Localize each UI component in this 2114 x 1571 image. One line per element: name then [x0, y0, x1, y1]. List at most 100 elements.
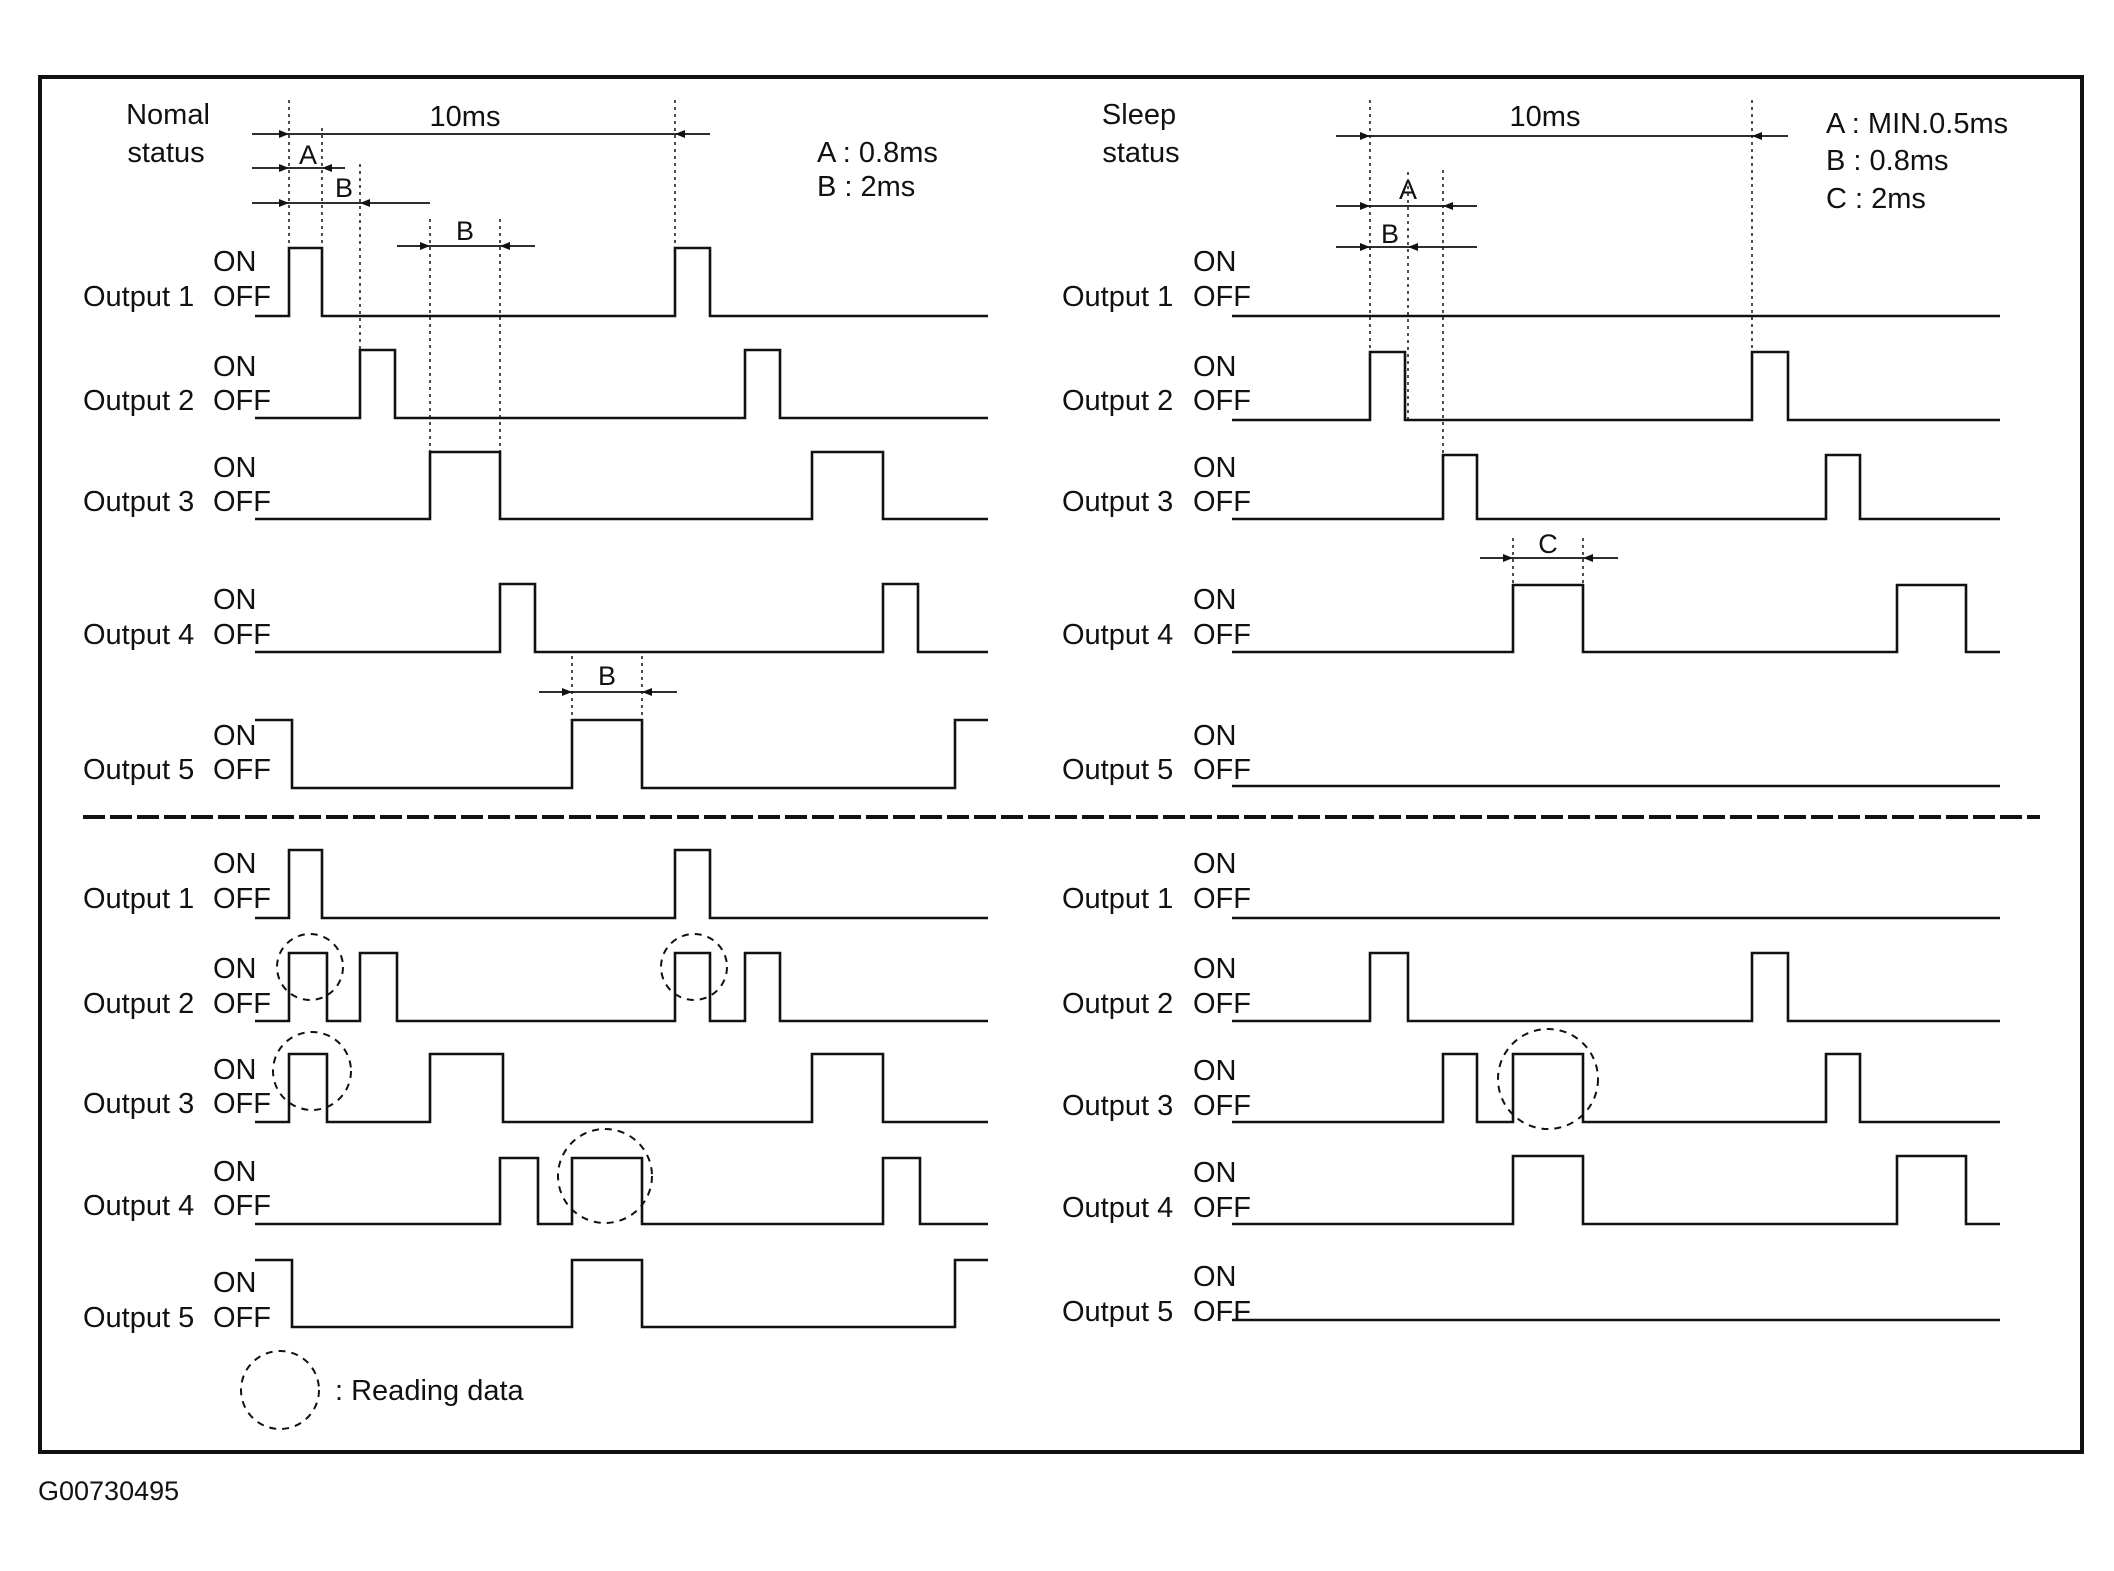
- off-label: OFF: [213, 281, 271, 313]
- output-label: Output 5: [1062, 754, 1173, 786]
- off-label: OFF: [1193, 1090, 1251, 1122]
- output-label: Output 2: [1062, 988, 1173, 1020]
- on-label: ON: [213, 351, 257, 383]
- reading-circle: [272, 1031, 352, 1111]
- reading-circle: [276, 933, 344, 1001]
- output-label: Output 3: [1062, 486, 1173, 518]
- sleep-dim-b: B: [1381, 219, 1399, 249]
- sleep-legend-c: C : 2ms: [1826, 183, 1926, 215]
- on-label: ON: [1193, 452, 1237, 484]
- output-label: Output 2: [83, 385, 194, 417]
- waveform-output-1: [255, 246, 988, 318]
- on-label: ON: [213, 953, 257, 985]
- waveform-output-3: [1232, 1052, 2000, 1124]
- waveform-output-2: [255, 348, 988, 420]
- output-label: Output 4: [83, 1190, 194, 1222]
- on-label: ON: [1193, 584, 1237, 616]
- output-label: Output 1: [83, 883, 194, 915]
- waveform-output-3: [255, 450, 988, 521]
- off-label: OFF: [213, 883, 271, 915]
- normal-status-title: Nomal: [126, 99, 210, 131]
- waveform-output-4: [1232, 1154, 2000, 1226]
- sleep-dim-a: A: [1399, 175, 1417, 205]
- on-label: ON: [1193, 1055, 1237, 1087]
- on-label: ON: [1193, 848, 1237, 880]
- sleep-top-waveforms: [1232, 314, 2000, 788]
- output-label: Output 4: [83, 619, 194, 651]
- output-label: Output 3: [83, 486, 194, 518]
- reading-circle: [557, 1128, 653, 1224]
- diagram-frame: [38, 75, 2084, 1454]
- normal-top-waveforms: [255, 246, 988, 790]
- waveform-output-2: [1232, 951, 2000, 1023]
- waveform-output-4: [255, 1156, 988, 1226]
- off-label: OFF: [1193, 385, 1251, 417]
- output-label: Output 2: [83, 988, 194, 1020]
- normal-dim-b-output3: B: [456, 216, 474, 246]
- sleep-dimensions: [1336, 100, 1788, 585]
- off-label: OFF: [213, 385, 271, 417]
- off-label: OFF: [1193, 1296, 1251, 1328]
- off-label: OFF: [213, 1302, 271, 1334]
- sleep-legend-b: B : 0.8ms: [1826, 145, 1949, 177]
- on-label: ON: [213, 1267, 257, 1299]
- on-label: ON: [213, 720, 257, 752]
- normal-legend-b: B : 2ms: [817, 171, 915, 203]
- output-label: Output 3: [1062, 1090, 1173, 1122]
- waveform-output-3: [1232, 453, 2000, 521]
- off-label: OFF: [1193, 619, 1251, 651]
- normal-bottom-labels: ON Output 1 OFF ON Output 2 OFF ON Outpu…: [83, 848, 271, 1334]
- reading-data-markers: [240, 933, 1599, 1430]
- reading-data-legend-label: : Reading data: [335, 1375, 525, 1407]
- output-label: Output 5: [83, 1302, 194, 1334]
- off-label: OFF: [213, 988, 271, 1020]
- on-label: ON: [1193, 246, 1237, 278]
- off-label: OFF: [1193, 1192, 1251, 1224]
- sleep-bottom-labels: ON Output 1 OFF ON Output 2 OFF ON Outpu…: [1062, 848, 1251, 1328]
- sleep-top-labels: ON Output 1 OFF ON Output 2 OFF ON Outpu…: [1062, 246, 1251, 786]
- sleep-bottom-waveforms: [1232, 916, 2000, 1322]
- on-label: ON: [213, 848, 257, 880]
- on-label: ON: [213, 584, 257, 616]
- sleep-legend-a: A : MIN.0.5ms: [1826, 108, 2008, 140]
- on-label: ON: [1193, 351, 1237, 383]
- output-label: Output 5: [1062, 1296, 1173, 1328]
- normal-status-subtitle: status: [127, 137, 204, 169]
- off-label: OFF: [1193, 883, 1251, 915]
- sleep-status-title: Sleep: [1102, 99, 1176, 131]
- on-label: ON: [213, 1156, 257, 1188]
- output-label: Output 2: [1062, 385, 1173, 417]
- off-label: OFF: [1193, 486, 1251, 518]
- normal-period-label: 10ms: [430, 101, 501, 133]
- off-label: OFF: [213, 619, 271, 651]
- off-label: OFF: [1193, 281, 1251, 313]
- waveform-output-4: [255, 582, 988, 654]
- output-label: Output 1: [83, 281, 194, 313]
- waveform-output-3: [255, 1052, 988, 1124]
- on-label: ON: [213, 1054, 257, 1086]
- normal-dim-b-output5: B: [598, 661, 616, 691]
- off-label: OFF: [213, 1088, 271, 1120]
- on-label: ON: [1193, 1157, 1237, 1189]
- normal-dim-a: A: [299, 140, 317, 170]
- waveform-output-1: [255, 848, 988, 920]
- on-label: ON: [1193, 1261, 1237, 1293]
- waveform-output-4: [1232, 583, 2000, 654]
- normal-bottom-waveforms: [255, 848, 988, 1329]
- off-label: OFF: [1193, 988, 1251, 1020]
- on-label: ON: [213, 452, 257, 484]
- waveform-output-5: [255, 1258, 988, 1329]
- reading-circle: [1497, 1028, 1599, 1130]
- on-label: ON: [1193, 953, 1237, 985]
- off-label: OFF: [213, 754, 271, 786]
- off-label: OFF: [213, 486, 271, 518]
- legend-reading-circle: [240, 1350, 320, 1430]
- sleep-period-label: 10ms: [1510, 101, 1581, 133]
- output-label: Output 1: [1062, 281, 1173, 313]
- normal-dim-b: B: [335, 173, 353, 203]
- off-label: OFF: [213, 1190, 271, 1222]
- normal-dimensions: [252, 100, 710, 720]
- normal-top-labels: ON Output 1 OFF ON Output 2 OFF ON Outpu…: [83, 246, 271, 786]
- waveform-output-2: [255, 951, 988, 1023]
